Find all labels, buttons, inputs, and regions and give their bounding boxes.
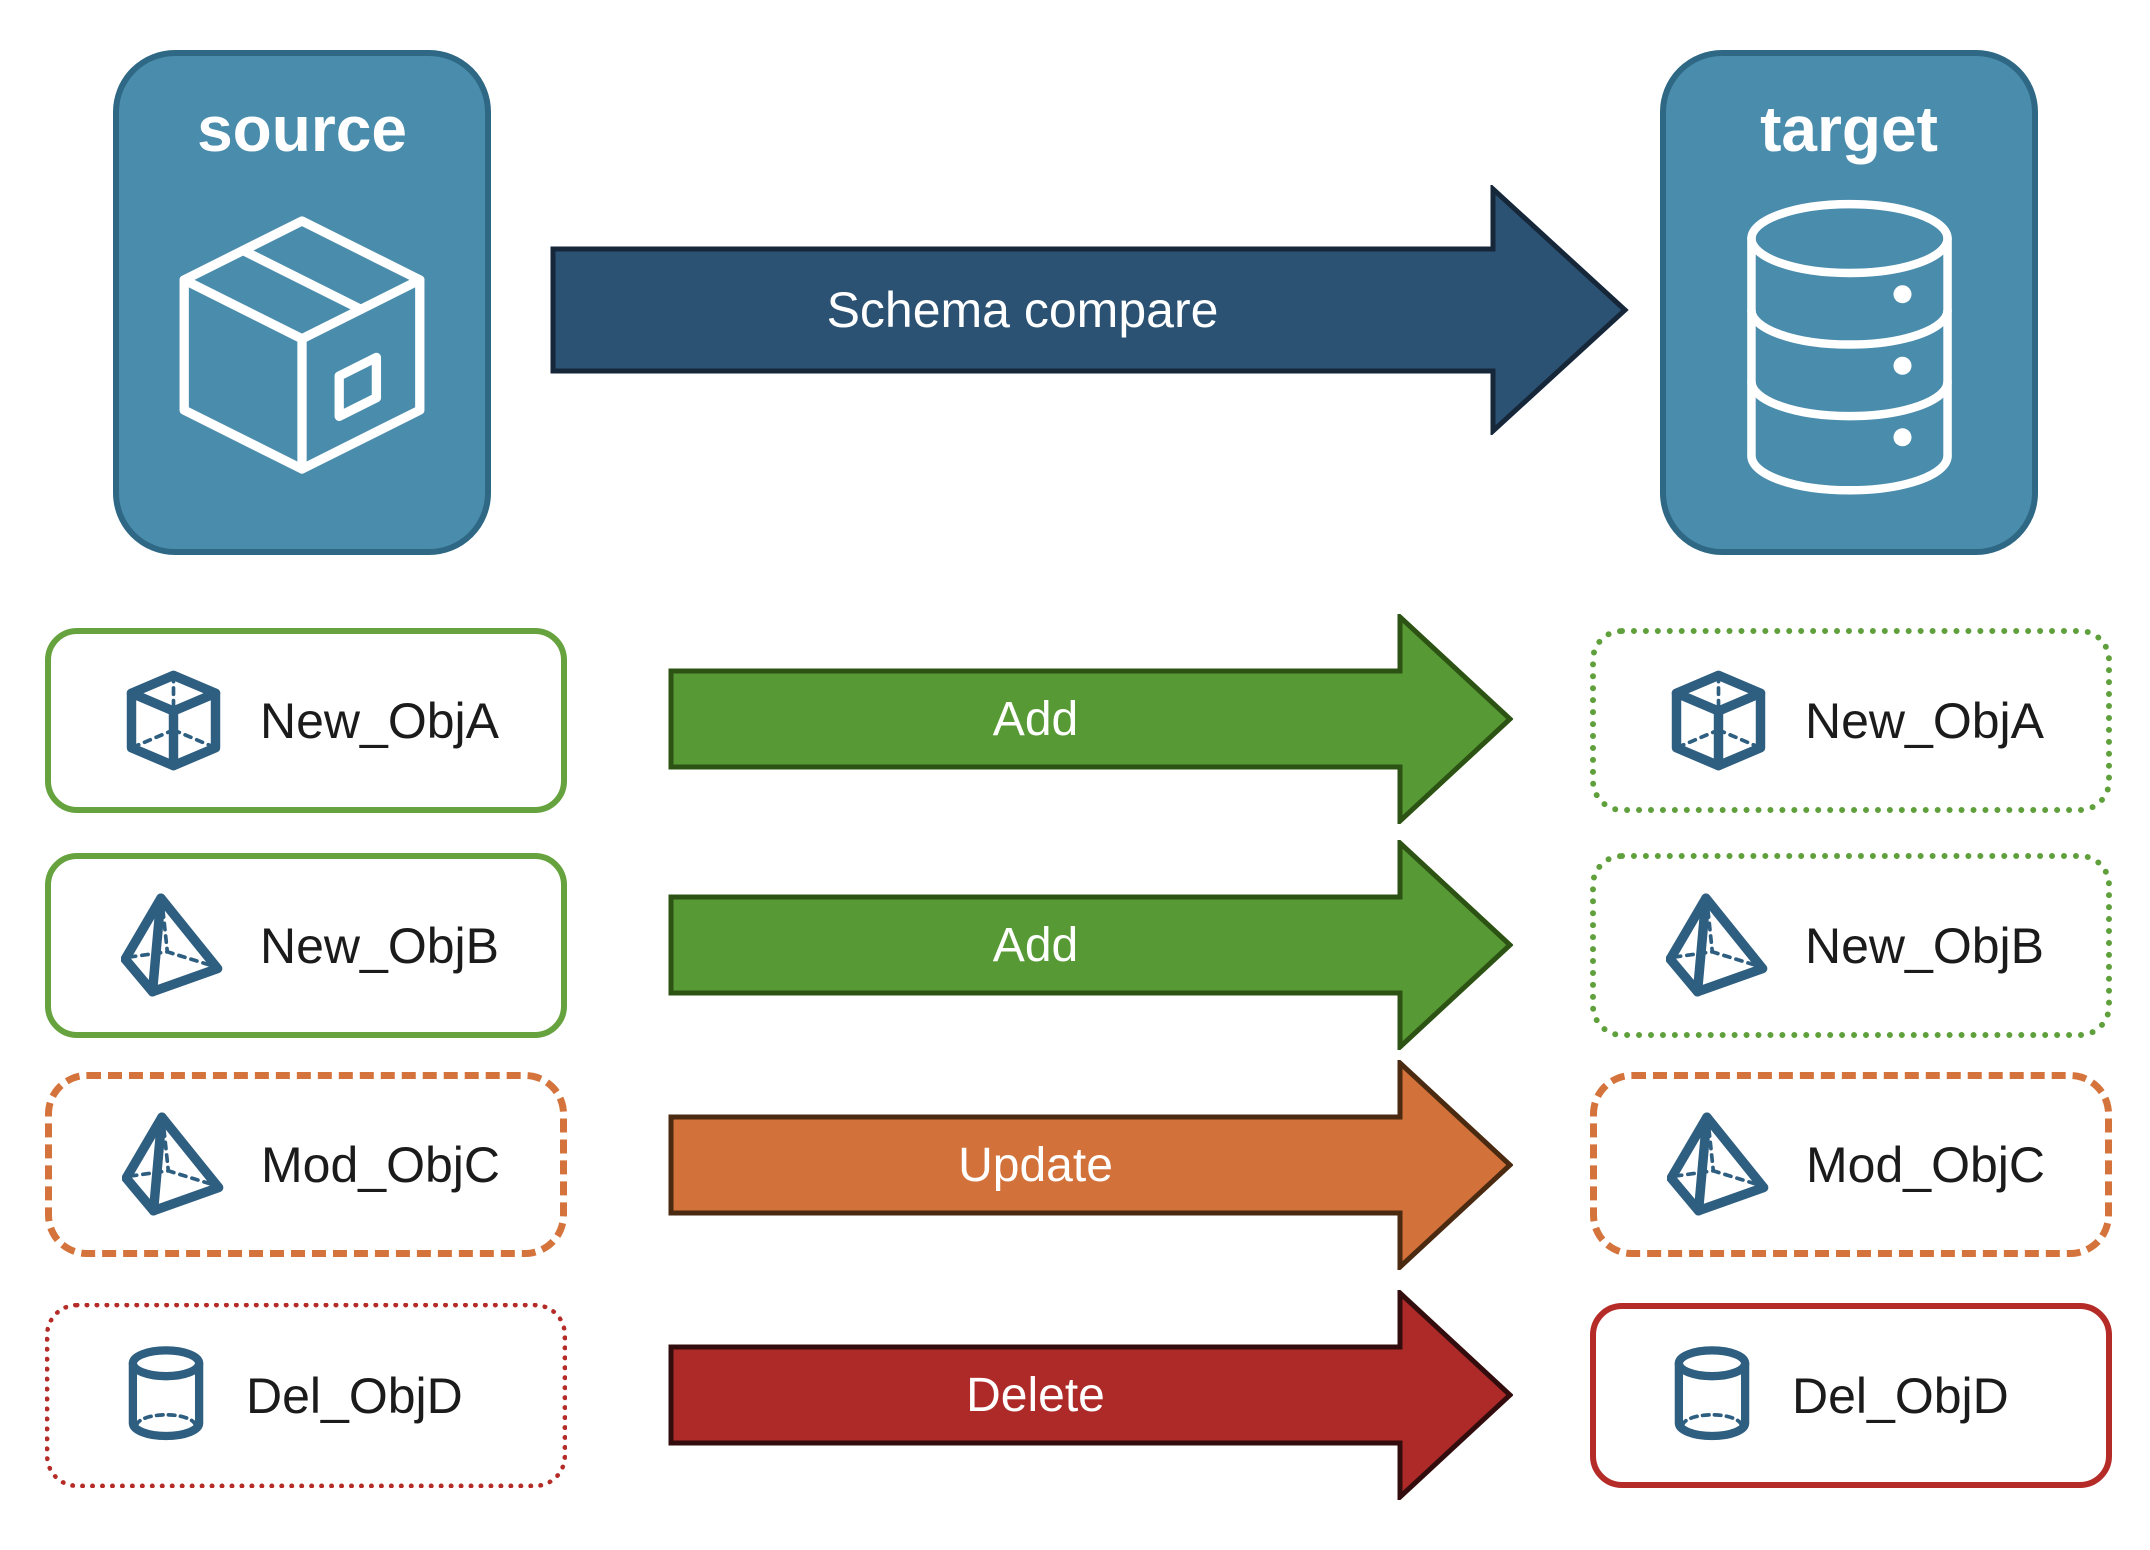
package-icon (179, 216, 425, 474)
object-label: Mod_ObjC (1806, 1136, 2045, 1193)
source-node: source (113, 50, 491, 555)
schema-compare-arrow: Schema compare (550, 185, 1630, 435)
target-object-new-objb: New_ObjB (1590, 853, 2112, 1038)
cylinder-icon (128, 1346, 204, 1441)
target-label: target (1760, 93, 1938, 165)
object-label: New_ObjA (1805, 692, 2044, 749)
target-node: target (1660, 50, 2038, 555)
source-object-del-objd: Del_ObjD (45, 1303, 567, 1488)
source-object-new-obja: New_ObjA (45, 628, 567, 813)
cube-icon (126, 670, 221, 771)
cylinder-icon (1674, 1346, 1750, 1441)
object-label: New_ObjB (260, 917, 499, 974)
object-label: Del_ObjD (246, 1367, 463, 1424)
target-object-mod-objc: Mod_ObjC (1590, 1072, 2112, 1257)
pyramid-icon (1666, 893, 1768, 997)
object-label: New_ObjA (260, 692, 499, 749)
database-icon (1746, 199, 1952, 495)
add-arrow-row-2: Add (668, 840, 1513, 1050)
pyramid-icon (121, 893, 223, 997)
object-label: Del_ObjD (1792, 1367, 2009, 1424)
update-arrow: Update (668, 1060, 1513, 1270)
add-arrow-row-1: Add (668, 614, 1513, 824)
source-object-new-objb: New_ObjB (45, 853, 567, 1038)
object-label: Mod_ObjC (261, 1136, 500, 1193)
cube-icon (1671, 670, 1766, 771)
delete-arrow: Delete (668, 1290, 1513, 1500)
source-label: source (197, 93, 407, 165)
object-label: New_ObjB (1805, 917, 2044, 974)
pyramid-icon (1667, 1112, 1769, 1216)
target-object-new-obja: New_ObjA (1590, 628, 2112, 813)
source-object-mod-objc: Mod_ObjC (45, 1072, 567, 1257)
target-object-del-objd: Del_ObjD (1590, 1303, 2112, 1488)
pyramid-icon (122, 1112, 224, 1216)
